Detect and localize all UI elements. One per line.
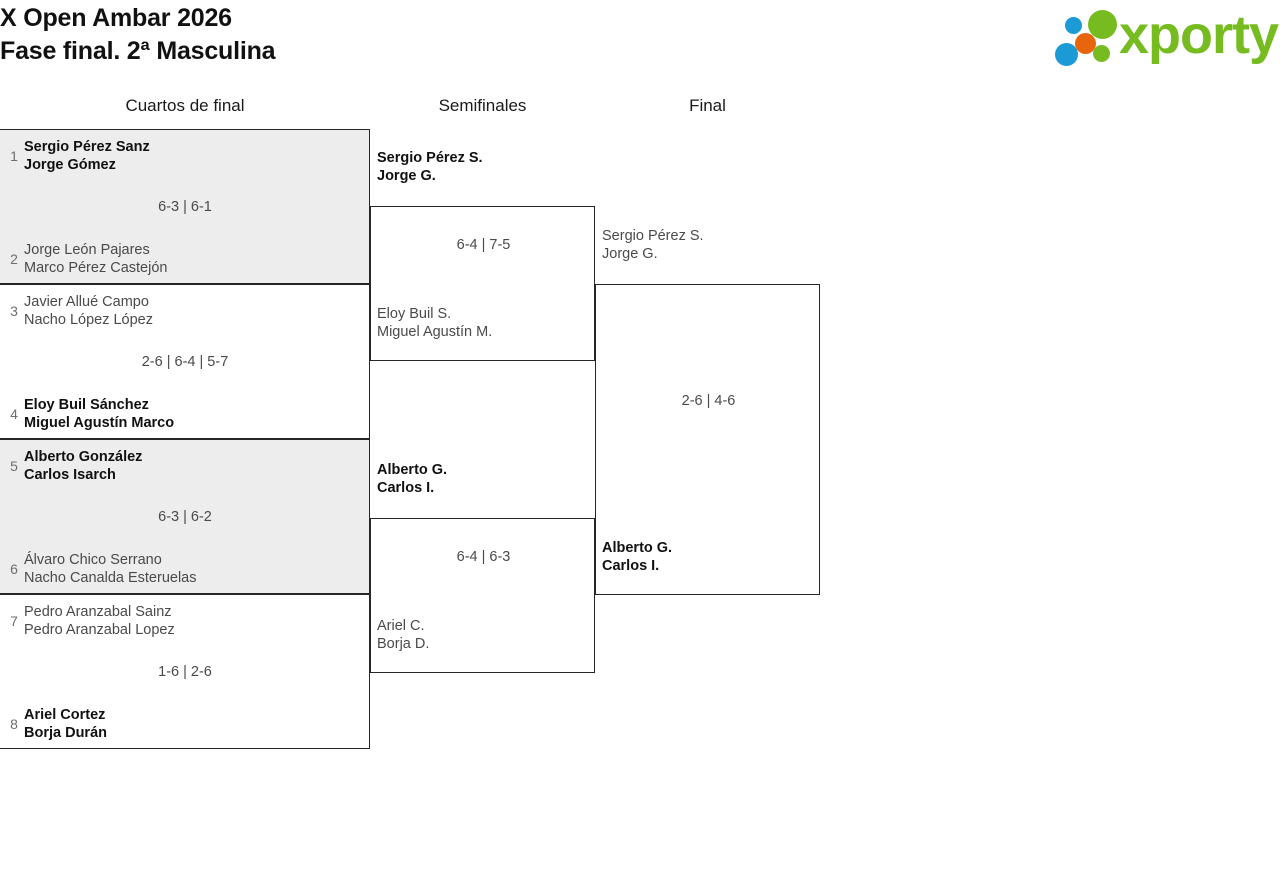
team-slot[interactable]: 2 Jorge León Pajares Marco Pérez Castejó…	[4, 241, 167, 277]
team-players: Álvaro Chico Serrano Nacho Canalda Ester…	[24, 551, 197, 587]
player-name: Pedro Aranzabal Sainz	[24, 604, 172, 620]
team-players: Jorge León Pajares Marco Pérez Castejón	[24, 241, 167, 277]
player-name: Miguel Agustín M.	[377, 324, 493, 340]
seed-number: 8	[10, 716, 18, 732]
seed-number: 6	[10, 561, 18, 577]
tournament-phase: Fase final. 2ª Masculina	[0, 37, 276, 65]
match-score: 6-4 | 6-3	[456, 549, 511, 565]
match-quarterfinal-2[interactable]: 3 Javier Allué Campo Nacho López López 2…	[0, 284, 370, 439]
team-slot[interactable]: Sergio Pérez S. Jorge G.	[377, 149, 483, 185]
seed-number: 3	[10, 303, 18, 319]
player-name: Álvaro Chico Serrano	[24, 552, 162, 568]
match-score: 2-6 | 6-4 | 5-7	[141, 354, 229, 370]
match-semifinal-1[interactable]: Sergio Pérez S. Jorge G. 6-4 | 7-5 Eloy …	[370, 150, 595, 361]
match-score: 6-3 | 6-2	[158, 509, 212, 525]
player-name: Alberto González	[24, 449, 143, 465]
player-name: Alberto G.	[377, 462, 448, 478]
logo-dot-blue-bottom-icon	[1055, 43, 1078, 66]
team-players: Ariel C. Borja D.	[377, 617, 429, 653]
team-slot[interactable]: 4 Eloy Buil Sánchez Miguel Agustín Marco	[4, 396, 174, 432]
team-players: Eloy Buil Sánchez Miguel Agustín Marco	[24, 396, 174, 432]
match-quarterfinal-4[interactable]: 7 Pedro Aranzabal Sainz Pedro Aranzabal …	[0, 594, 370, 749]
team-slot[interactable]: 7 Pedro Aranzabal Sainz Pedro Aranzabal …	[4, 603, 175, 639]
player-name: Jorge Gómez	[24, 157, 116, 173]
team-players: Alberto G. Carlos I.	[602, 539, 672, 575]
player-name: Marco Pérez Castejón	[24, 260, 168, 276]
player-name: Ariel Cortez	[24, 707, 106, 723]
player-name: Sergio Pérez S.	[377, 150, 483, 166]
team-players: Sergio Pérez S. Jorge G.	[377, 149, 483, 185]
team-players: Sergio Pérez Sanz Jorge Gómez	[24, 138, 150, 174]
team-players: Sergio Pérez S. Jorge G.	[602, 227, 704, 263]
team-players: Eloy Buil S. Miguel Agustín M.	[377, 305, 492, 341]
seed-number: 7	[10, 613, 18, 629]
team-slot[interactable]: Sergio Pérez S. Jorge G.	[602, 227, 704, 263]
team-players: Alberto G. Carlos I.	[377, 461, 447, 497]
team-players: Alberto González Carlos Isarch	[24, 448, 142, 484]
match-score: 6-4 | 7-5	[456, 237, 511, 253]
page-title: X Open Ambar 2026 Fase final. 2ª Masculi…	[0, 2, 276, 68]
player-name: Alberto G.	[602, 540, 673, 556]
player-name: Carlos Isarch	[24, 467, 116, 483]
seed-number: 2	[10, 251, 18, 267]
player-name: Sergio Pérez Sanz	[24, 139, 150, 155]
round-header-semifinals: Semifinales	[438, 96, 527, 115]
player-name: Carlos I.	[602, 558, 660, 574]
team-slot[interactable]: Eloy Buil S. Miguel Agustín M.	[377, 305, 492, 341]
player-name: Borja D.	[377, 636, 430, 652]
player-name: Borja Durán	[24, 725, 107, 741]
player-name: Jorge G.	[602, 246, 658, 262]
page-header: X Open Ambar 2026 Fase final. 2ª Masculi…	[0, 0, 1280, 75]
team-slot[interactable]: 6 Álvaro Chico Serrano Nacho Canalda Est…	[4, 551, 197, 587]
match-score: 1-6 | 2-6	[158, 664, 212, 680]
team-players: Pedro Aranzabal Sainz Pedro Aranzabal Lo…	[24, 603, 175, 639]
seed-number: 4	[10, 406, 18, 422]
seed-number: 5	[10, 458, 18, 474]
logo-dot-green-large-icon	[1088, 10, 1117, 39]
match-quarterfinal-1[interactable]: 1 Sergio Pérez Sanz Jorge Gómez 6-3 | 6-…	[0, 129, 370, 284]
player-name: Pedro Aranzabal Lopez	[24, 622, 175, 638]
seed-number: 1	[10, 148, 18, 164]
round-header-quarterfinals: Cuartos de final	[125, 96, 245, 115]
team-slot[interactable]: 3 Javier Allué Campo Nacho López López	[4, 293, 153, 329]
match-semifinal-2[interactable]: Alberto G. Carlos I. 6-4 | 6-3 Ariel C. …	[370, 462, 595, 673]
tournament-name: X Open Ambar 2026	[0, 4, 232, 32]
team-players: Ariel Cortez Borja Durán	[24, 706, 107, 742]
team-slot[interactable]: Alberto G. Carlos I.	[602, 539, 672, 575]
player-name: Eloy Buil Sánchez	[24, 397, 149, 413]
team-slot[interactable]: Alberto G. Carlos I.	[377, 461, 447, 497]
player-name: Eloy Buil S.	[377, 306, 452, 322]
team-slot[interactable]: Ariel C. Borja D.	[377, 617, 429, 653]
logo-dot-orange-icon	[1075, 33, 1096, 54]
match-score: 2-6 | 4-6	[681, 393, 736, 409]
logo-dot-blue-top-icon	[1065, 17, 1082, 34]
player-name: Carlos I.	[377, 480, 435, 496]
team-slot[interactable]: 5 Alberto González Carlos Isarch	[4, 448, 142, 484]
player-name: Jorge G.	[377, 168, 436, 184]
round-header-final: Final	[689, 96, 726, 115]
logo-wordmark: xporty	[1119, 5, 1279, 65]
match-final[interactable]: Sergio Pérez S. Jorge G. 2-6 | 4-6 Alber…	[595, 228, 820, 595]
logo-dots-icon	[1054, 10, 1124, 68]
xporty-logo[interactable]: xporty	[1046, 5, 1279, 68]
player-name: Miguel Agustín Marco	[24, 415, 175, 431]
player-name: Sergio Pérez S.	[602, 228, 704, 244]
player-name: Nacho López López	[24, 312, 153, 328]
player-name: Jorge León Pajares	[24, 242, 150, 258]
logo-dot-green-small-icon	[1093, 45, 1110, 62]
match-score: 6-3 | 6-1	[158, 199, 212, 215]
match-quarterfinal-3[interactable]: 5 Alberto González Carlos Isarch 6-3 | 6…	[0, 439, 370, 594]
team-slot[interactable]: 8 Ariel Cortez Borja Durán	[4, 706, 107, 742]
team-slot[interactable]: 1 Sergio Pérez Sanz Jorge Gómez	[4, 138, 150, 174]
player-name: Nacho Canalda Esteruelas	[24, 570, 197, 586]
team-players: Javier Allué Campo Nacho López López	[24, 293, 153, 329]
player-name: Javier Allué Campo	[24, 294, 149, 310]
player-name: Ariel C.	[377, 618, 425, 634]
